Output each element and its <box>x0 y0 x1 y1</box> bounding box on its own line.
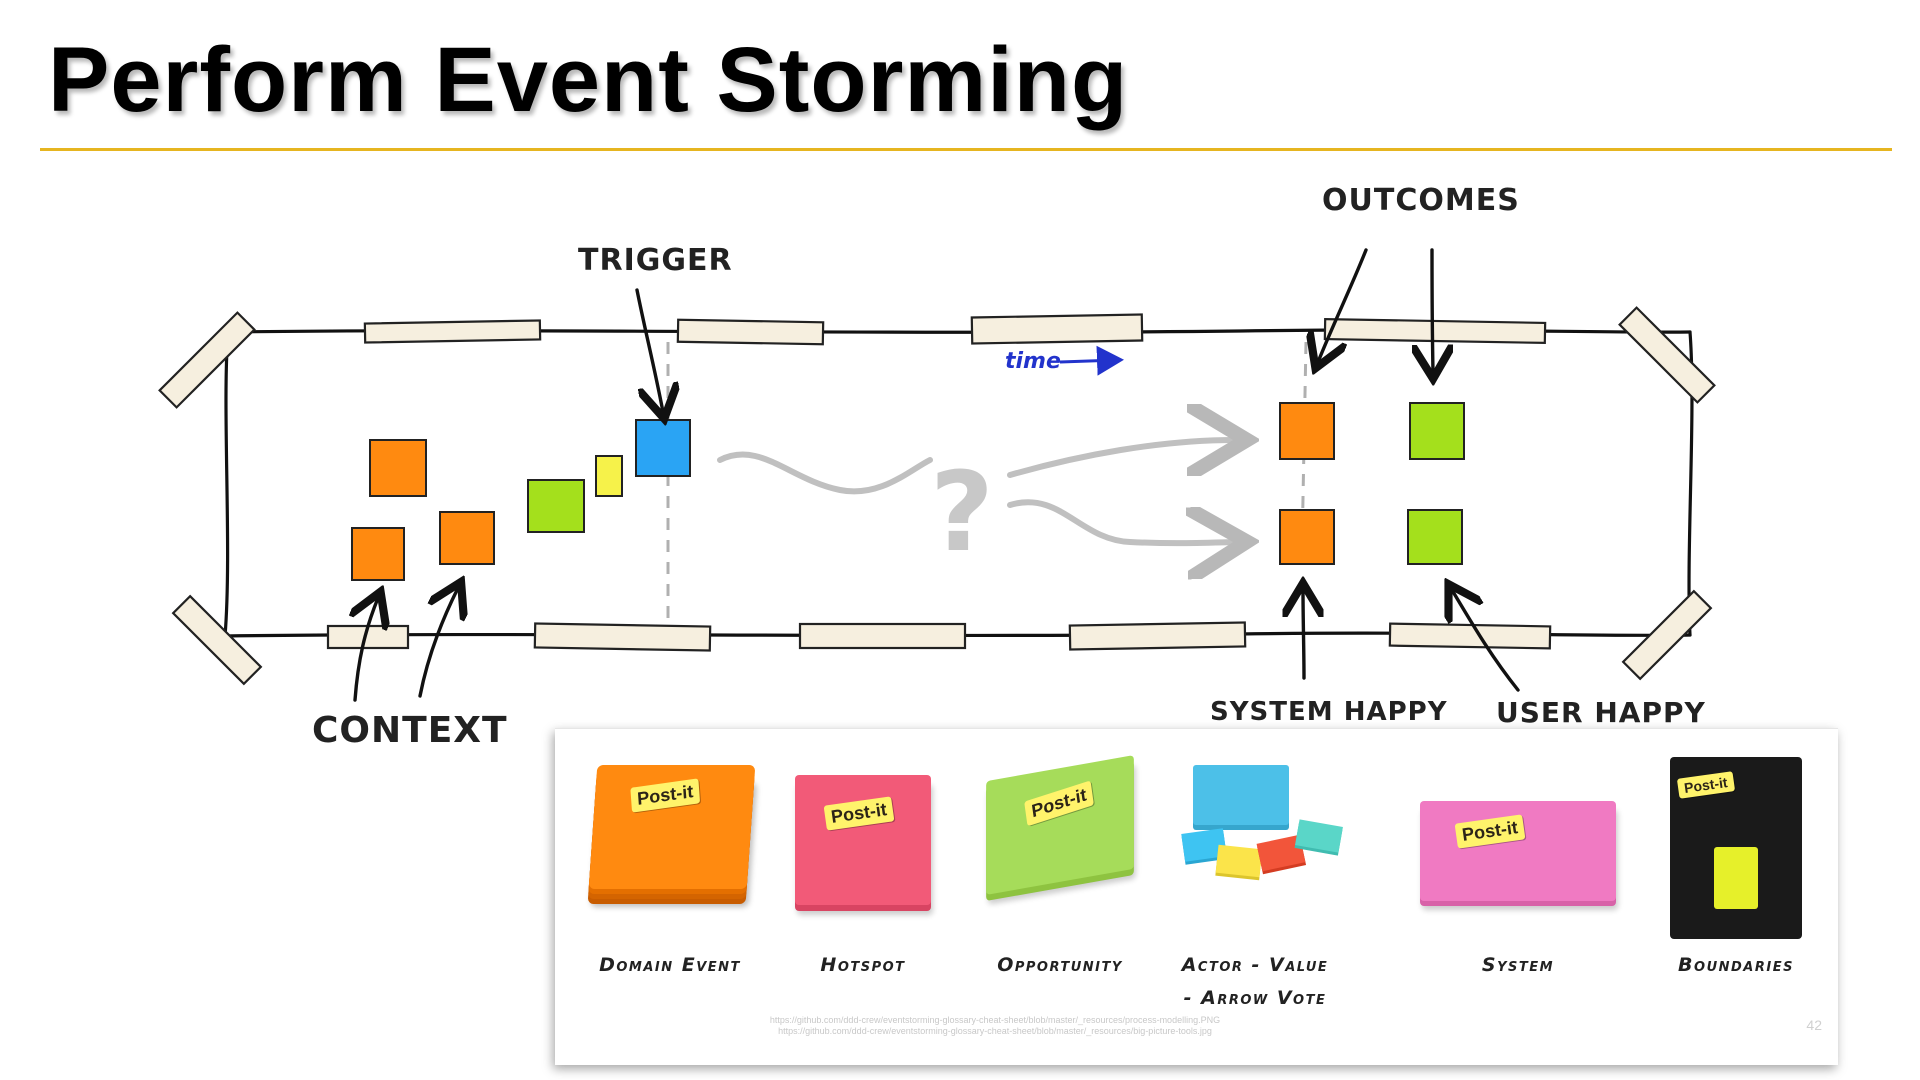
system-pad: Post-it <box>1420 801 1616 901</box>
arrow-vote-text: - Arrow Vote <box>1183 987 1327 1009</box>
slide-title: Perform Event Storming <box>48 29 1129 131</box>
credit-line-1: https://github.com/ddd-crew/eventstormin… <box>769 1015 1221 1025</box>
legend-label-boundaries: Boundaries <box>1678 954 1794 976</box>
sticky-note-legend: Post-it Domain Event Post-it Hotspot Pos… <box>555 728 1838 1065</box>
masking-tape <box>158 306 1716 686</box>
time-arrow <box>1059 345 1124 376</box>
domain-event-note <box>1279 402 1335 460</box>
legend-label-domain-event: Domain Event <box>599 954 741 976</box>
opportunity-note <box>1407 509 1463 565</box>
event-storming-sketch: ? time TRIGGER OUTCOMES CONTEXT SYSTEM H… <box>158 183 1716 751</box>
title-underline <box>40 148 1892 151</box>
page-number: 42 <box>1806 1017 1822 1033</box>
trigger-label: TRIGGER <box>578 243 733 278</box>
domain-event-pad: Post-it <box>588 765 756 889</box>
legend-label-hotspot: Hotspot <box>820 954 906 976</box>
post-it-logo: Post-it <box>630 778 701 813</box>
user-happy-label: USER HAPPY <box>1496 696 1706 729</box>
opportunity-pad: Post-it <box>986 755 1134 895</box>
trigger-note <box>635 419 691 477</box>
domain-event-note <box>369 439 427 497</box>
post-it-logo: Post-it <box>1676 771 1735 799</box>
boundaries-tape-roll <box>1714 847 1758 909</box>
legend-label-system: System <box>1481 954 1555 976</box>
hotspot-pad: Post-it <box>795 775 931 905</box>
actor-value-text: Actor - Value <box>1181 954 1329 976</box>
post-it-logo: Post-it <box>1024 780 1094 827</box>
image-credit: https://github.com/ddd-crew/eventstormin… <box>735 1015 1255 1037</box>
sticky-notes <box>351 402 1465 581</box>
boundaries-package: Post-it <box>1670 757 1802 939</box>
credit-line-2: https://github.com/ddd-crew/eventstormin… <box>778 1026 1212 1036</box>
opportunity-note <box>527 479 585 533</box>
legend-label-actor: Actor - Value - Arrow Vote <box>1155 949 1355 1015</box>
opportunity-note <box>1409 402 1465 460</box>
domain-event-note <box>1279 509 1335 565</box>
post-it-logo: Post-it <box>1454 814 1526 849</box>
system-happy-label: SYSTEM HAPPY <box>1210 697 1448 727</box>
outcomes-label: OUTCOMES <box>1322 183 1520 218</box>
flow-arrows <box>717 440 1235 543</box>
question-mark: ? <box>930 448 994 576</box>
time-label: time <box>1005 349 1061 374</box>
legend-label-opportunity: Opportunity <box>997 954 1123 976</box>
callout-arrows <box>355 248 1520 702</box>
hotspot-note <box>595 455 623 497</box>
domain-event-note <box>439 511 495 565</box>
context-label: CONTEXT <box>312 710 508 751</box>
post-it-logo: Post-it <box>823 796 895 831</box>
actor-pad-stack <box>1193 765 1289 825</box>
domain-event-note <box>351 527 405 581</box>
actor-pad-yellow <box>1215 844 1263 878</box>
